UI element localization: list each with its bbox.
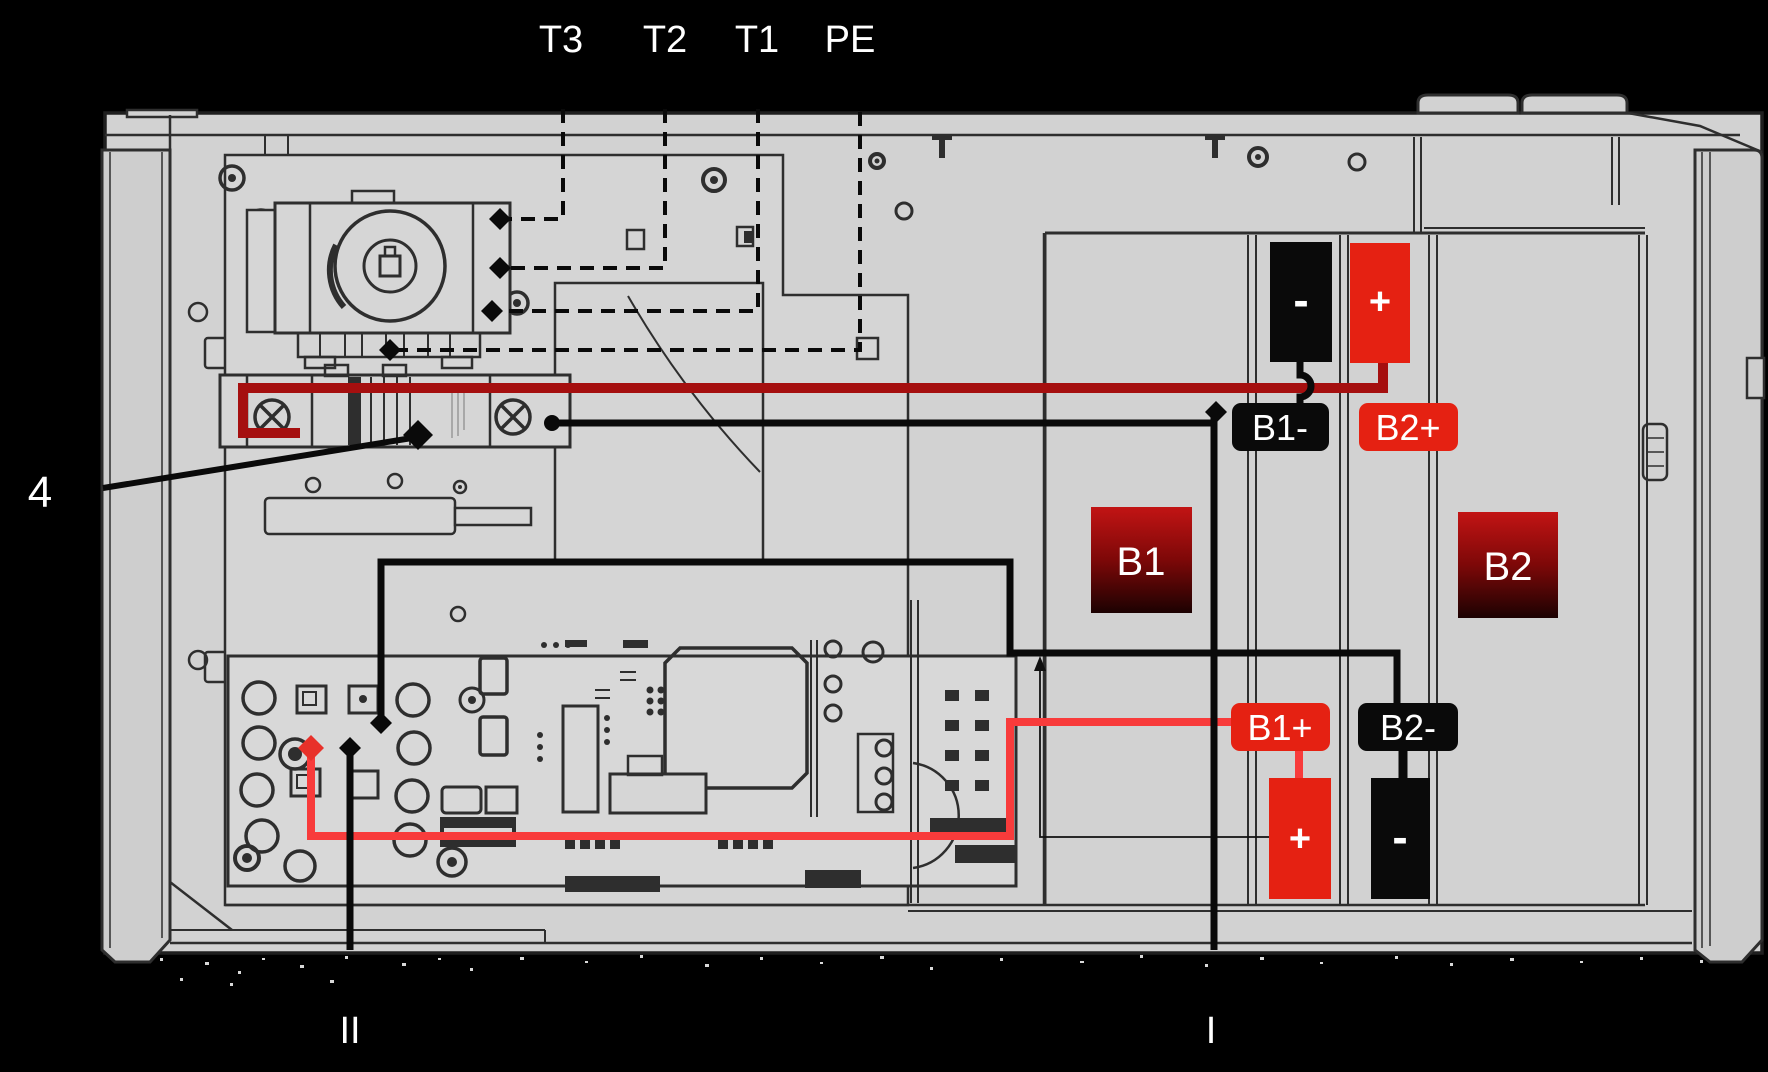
post-top-negative-glyph: - [1293, 274, 1308, 326]
callout-t2: T2 [643, 19, 687, 61]
callout-pe: PE [825, 19, 876, 61]
t2-dashed-line [507, 109, 667, 270]
battery-latch [1641, 422, 1669, 482]
post-bottom-negative-glyph: - [1392, 811, 1407, 863]
chip-b1-minus-text: B1- [1252, 407, 1308, 448]
t3-dashed-line [507, 109, 565, 221]
callout-t1: T1 [735, 19, 779, 61]
battery-b2-box [1458, 512, 1558, 618]
t2-connection-diamond [489, 257, 511, 279]
black-wire-diamonds [339, 401, 1227, 759]
callout-texts: T3 T2 T1 PE 4 II I [28, 19, 1217, 1052]
wire-end-dot [544, 415, 560, 431]
battery-posts: - + + - [1269, 242, 1430, 899]
top-handle-right [1520, 93, 1629, 115]
battery-b1-box [1091, 507, 1192, 613]
chip-b2-plus [1359, 403, 1458, 451]
arrow-head-icon [1034, 656, 1046, 671]
post-top-positive [1350, 243, 1410, 363]
pe-connection-diamond [379, 339, 401, 361]
pcb-connection-diamond-1 [370, 712, 392, 734]
rotary-switch [245, 189, 512, 370]
callout-item4: 4 [28, 468, 52, 517]
battery-b2-text: B2 [1484, 545, 1533, 589]
connection-diamonds [379, 208, 511, 361]
pe-dashed-line [397, 112, 862, 352]
wire-bright-red-b1plus [307, 718, 1231, 840]
top-handle-left [1416, 93, 1520, 115]
t3-connection-diamond [489, 208, 511, 230]
post-top-negative [1270, 242, 1332, 362]
t1-connection-diamond [481, 300, 503, 322]
connection-label-chips: B1- B2+ B1+ B2- [1231, 403, 1458, 751]
pcb-connection-diamond-2 [339, 737, 361, 759]
battery-compartment [1043, 227, 1669, 905]
callout-t3: T3 [539, 19, 583, 61]
battery-zones: B1 B2 [1091, 507, 1558, 618]
left-wall [100, 148, 172, 964]
black-wires [346, 362, 1408, 950]
noise-speckles [160, 955, 1703, 986]
chip-b1-minus [1232, 403, 1329, 451]
post-top-positive-glyph: + [1369, 281, 1391, 323]
post-bottom-negative [1371, 778, 1430, 899]
callout-circuit-ii: II [339, 1010, 360, 1052]
battery-b1-text: B1 [1117, 540, 1166, 584]
pcb [226, 600, 1018, 903]
item4-leader [102, 420, 433, 491]
item4-connection-diamond [403, 420, 433, 450]
t1-dashed-line [499, 109, 760, 313]
callout-dashed-lines [397, 109, 862, 352]
wire-dark-red-b2plus [238, 361, 1388, 438]
chip-b2-minus-text: B2- [1380, 707, 1436, 748]
wire-b2minus-route [377, 558, 1401, 720]
red-connection-diamond [298, 735, 324, 761]
right-wall [1693, 148, 1764, 964]
top-lip [125, 108, 199, 119]
chip-b2-plus-text: B2+ [1375, 407, 1440, 448]
chip-b1-plus [1231, 703, 1330, 751]
screw-terminal-right [494, 398, 532, 436]
wire-minus-post-hop [1296, 362, 1315, 404]
b1minus-connection-diamond [1205, 401, 1227, 423]
callout-circuit-i: I [1206, 1010, 1217, 1052]
post-bottom-positive-glyph: + [1289, 818, 1311, 860]
post-bottom-positive [1269, 778, 1331, 899]
chip-b2-minus [1358, 703, 1458, 751]
chip-b1-plus-text: B1+ [1247, 707, 1312, 748]
